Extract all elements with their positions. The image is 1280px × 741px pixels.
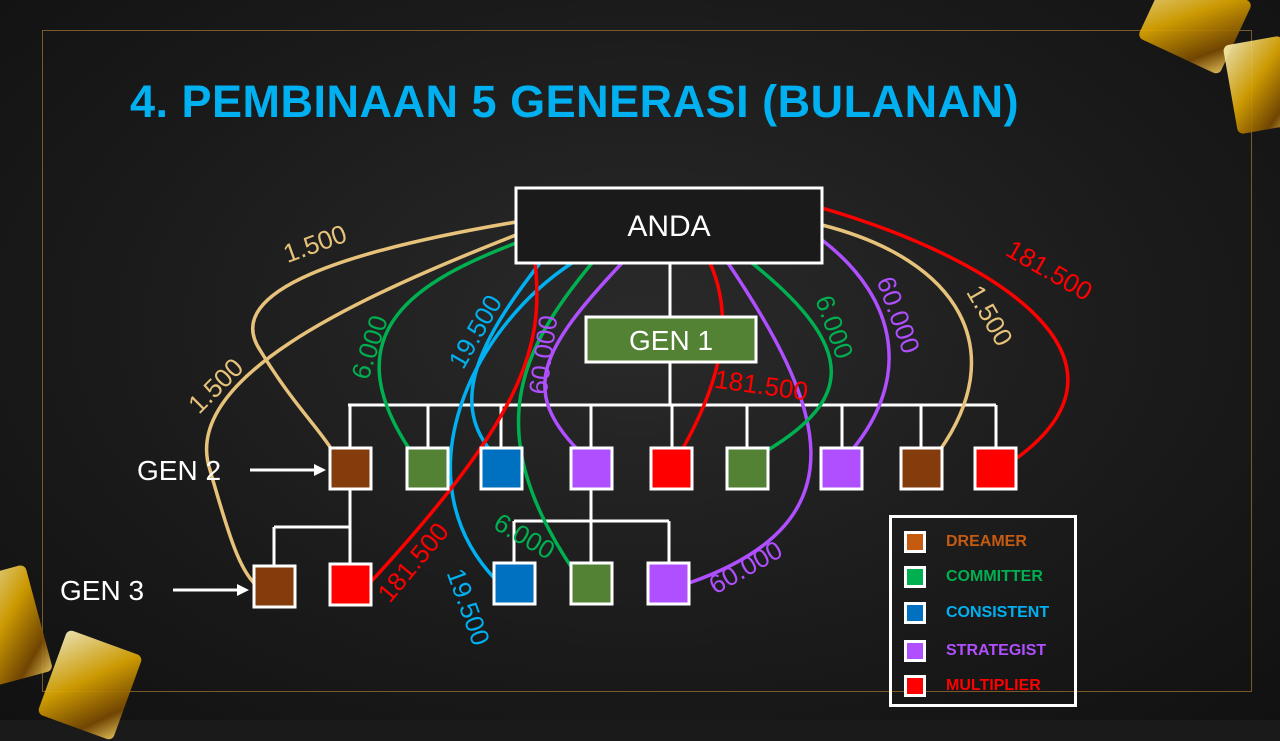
- gen2-dreamer: [899, 446, 944, 491]
- strategist-swatch: [904, 640, 926, 662]
- gen-arrows: [173, 464, 326, 596]
- committer-swatch: [904, 566, 926, 588]
- value-label: 60.000: [871, 272, 926, 357]
- gen2-committer: [725, 446, 770, 491]
- value-label: 19.500: [441, 564, 496, 649]
- value-label: 6.000: [345, 312, 394, 383]
- value-label: 60.000: [523, 313, 564, 396]
- tree-connectors: [272, 263, 998, 566]
- gen2-strategist: [819, 446, 864, 491]
- multiplier-swatch: [904, 675, 926, 697]
- consistent-swatch: [904, 602, 926, 624]
- legend-item-committer: COMMITTER: [904, 566, 1043, 588]
- gen2-dreamer: [328, 446, 373, 491]
- gen2-strategist: [569, 446, 614, 491]
- gen3-strategist: [646, 561, 691, 606]
- gen1-node-label: GEN 1: [629, 325, 713, 356]
- value-label: 181.500: [371, 517, 454, 608]
- legend-item-consistent: CONSISTENT: [904, 602, 1049, 624]
- value-label: 60.000: [704, 534, 788, 600]
- gen2-consistent: [479, 446, 524, 491]
- gen2-multiplier: [973, 446, 1018, 491]
- legend-label: MULTIPLIER: [946, 677, 1041, 694]
- value-label: 181.500: [713, 364, 810, 407]
- gen3-committer: [569, 561, 614, 606]
- legend-item-strategist: STRATEGIST: [904, 640, 1046, 662]
- gen1-node-box: [584, 315, 758, 364]
- gen3-dreamer: [252, 564, 297, 609]
- legend-label: DREAMER: [946, 533, 1027, 550]
- gen3-label: GEN 3: [60, 575, 145, 606]
- gen3-multiplier: [328, 562, 373, 607]
- legend: DREAMER COMMITTER CONSISTENT STRATEGIST …: [889, 515, 1077, 707]
- gen2-committer: [405, 446, 450, 491]
- legend-item-dreamer: DREAMER: [904, 531, 1027, 553]
- legend-label: COMMITTER: [946, 568, 1043, 585]
- legend-label: STRATEGIST: [946, 642, 1047, 659]
- legend-label: CONSISTENT: [946, 604, 1050, 621]
- income-curves: [204, 206, 1070, 587]
- gen2-label: GEN 2: [137, 455, 222, 486]
- legend-item-multiplier: MULTIPLIER: [904, 675, 1041, 697]
- gen2-multiplier: [649, 446, 694, 491]
- gold-frame: [42, 30, 1252, 692]
- dreamer-swatch: [904, 531, 926, 553]
- slide-title: 4. PEMBINAAN 5 GENERASI (BULANAN): [130, 76, 1020, 127]
- generation-diagram: ANDA GEN 1 1.500 1.500 6.000 19.500 60.0…: [173, 186, 1098, 649]
- root-node-box: [514, 186, 824, 265]
- gen3-consistent: [492, 561, 537, 606]
- gen3-members: [252, 561, 691, 609]
- gen2-members: [328, 446, 1018, 491]
- root-node-label: ANDA: [627, 210, 710, 243]
- value-label: 6.000: [489, 507, 560, 566]
